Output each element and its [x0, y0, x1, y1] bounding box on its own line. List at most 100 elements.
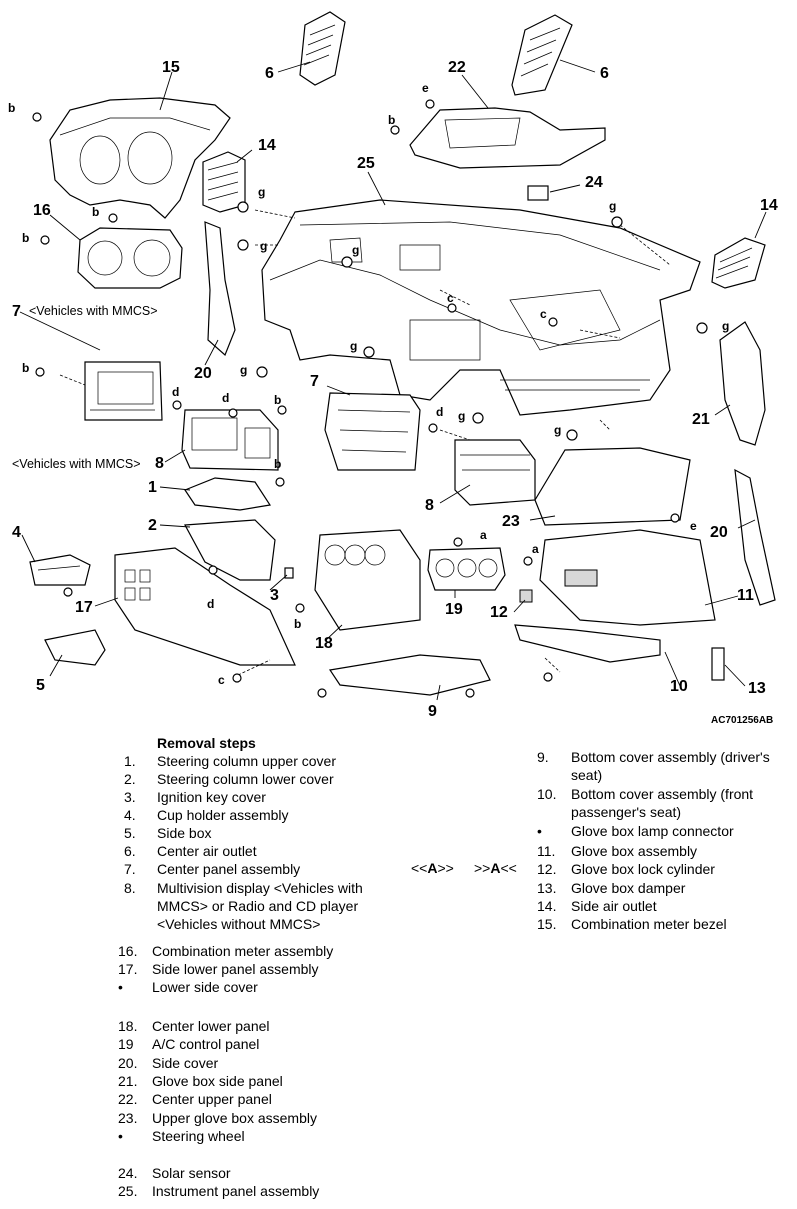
callout-6-left: 6 [265, 65, 274, 82]
callout-labels: 15 14 6 6 22 25 24 14 16 7 <Vehicles wit… [8, 59, 778, 726]
callout-13: 13 [748, 680, 766, 697]
fastener-b: b [274, 457, 281, 471]
step-number: 7. [124, 861, 136, 877]
step-text: seat) [571, 767, 603, 783]
step-number: 9. [537, 749, 549, 765]
step-text: Steering column upper cover [157, 753, 336, 769]
callout-2: 2 [148, 517, 157, 534]
part-center-upper-panel [409, 107, 606, 169]
part-center-air-outlet-left [299, 11, 346, 86]
fastener-d: d [207, 597, 214, 611]
step-number: 22. [118, 1091, 138, 1107]
fastener-c: c [218, 673, 225, 687]
step-number: 21. [118, 1073, 138, 1089]
fastener-g: g [352, 243, 359, 257]
callout-19: 19 [445, 601, 463, 618]
fastener-e: e [422, 81, 429, 95]
part-center-air-outlet-right [511, 14, 573, 96]
fastener-g: g [258, 185, 265, 199]
callout-6-right: 6 [600, 65, 609, 82]
callout-14-right: 14 [760, 197, 778, 214]
callout-20-right: 20 [710, 524, 728, 541]
fastener-a: a [480, 528, 487, 542]
fastener-e: e [690, 519, 697, 533]
step-number: 23. [118, 1110, 138, 1126]
step-number: 19 [118, 1036, 134, 1052]
fastener-c: c [540, 307, 547, 321]
fastener-b: b [274, 393, 281, 407]
step-text: Steering column lower cover [157, 771, 334, 787]
step-text: Multivision display <Vehicles with [157, 880, 363, 896]
step-number: 2. [124, 771, 136, 787]
part-side-air-outlet-right [711, 237, 766, 289]
fastener-d: d [436, 405, 443, 419]
part-radio-cd-player [454, 439, 536, 506]
part-side-box [44, 629, 106, 666]
part-center-panel-mmcs [84, 361, 163, 421]
step-text: Ignition key cover [157, 789, 266, 805]
part-solar-sensor [527, 185, 549, 201]
callout-22: 22 [448, 59, 466, 76]
fastener-b: b [22, 361, 29, 375]
part-side-cover-left [204, 221, 236, 357]
callout-20-left: 20 [194, 365, 212, 382]
step-text: Steering wheel [152, 1128, 245, 1144]
part-multivision-display [181, 409, 279, 471]
fastener-a: a [532, 542, 539, 556]
step-bullet: • [118, 1128, 123, 1144]
removal-steps-title: Removal steps [157, 735, 256, 751]
part-side-cover-right [734, 468, 776, 606]
part-center-panel [324, 392, 421, 471]
step-text: Instrument panel assembly [152, 1183, 320, 1199]
callout-14-left: 14 [258, 137, 276, 154]
part-ac-control-panel [427, 547, 506, 591]
callout-9: 9 [428, 703, 437, 720]
part-bottom-cover-passenger [514, 624, 661, 663]
fastener-d: d [172, 385, 179, 399]
part-bottom-cover-driver [328, 654, 491, 696]
step-number: 10. [537, 786, 557, 802]
part-steering-column-upper-cover [184, 477, 272, 511]
step-number: 11. [537, 843, 556, 859]
step-text: Glove box lamp connector [571, 823, 734, 839]
callout-7-mmcs: 7 [12, 303, 21, 320]
callout-8: 8 [425, 497, 434, 514]
part-cup-holder [29, 554, 91, 586]
step-text: Solar sensor [152, 1165, 231, 1181]
part-glove-box-damper [711, 647, 725, 681]
note-vehicles-with-mmcs-1: <Vehicles with MMCS> [29, 304, 158, 318]
step-bullet: • [537, 823, 542, 839]
step-text: A/C control panel [152, 1036, 260, 1052]
fastener-b: b [8, 101, 15, 115]
step-number: 3. [124, 789, 136, 805]
callout-7: 7 [310, 373, 319, 390]
marker-a-right: >>A<< [474, 860, 517, 876]
step-number: 4. [124, 807, 136, 823]
step-number: 20. [118, 1055, 138, 1071]
step-text: Upper glove box assembly [152, 1110, 317, 1126]
callout-5: 5 [36, 677, 45, 694]
step-number: 18. [118, 1018, 138, 1034]
step-text: passenger's seat) [571, 804, 682, 820]
step-text: Glove box side panel [152, 1073, 283, 1089]
step-number: 25. [118, 1183, 138, 1199]
step-text: Side cover [152, 1055, 219, 1071]
step-text: MMCS> or Radio and CD player [157, 898, 359, 914]
part-ignition-key-cover [284, 567, 294, 579]
step-number: 6. [124, 843, 136, 859]
part-glove-box-lock-cylinder [519, 589, 533, 603]
part-upper-glove-box [534, 447, 691, 526]
step-text: Combination meter bezel [571, 916, 727, 932]
fastener-b: b [92, 205, 99, 219]
step-text: Bottom cover assembly (front [571, 786, 754, 802]
callout-24: 24 [585, 174, 603, 191]
fastener-g: g [260, 239, 267, 253]
step-text: Side box [157, 825, 212, 841]
step-text: Center lower panel [152, 1018, 270, 1034]
fastener-b: b [388, 113, 395, 127]
fastener-g: g [609, 199, 616, 213]
step-number: 8. [124, 880, 136, 896]
step-number: 15. [537, 916, 557, 932]
fastener-d: d [222, 391, 229, 405]
callout-21: 21 [692, 411, 710, 428]
